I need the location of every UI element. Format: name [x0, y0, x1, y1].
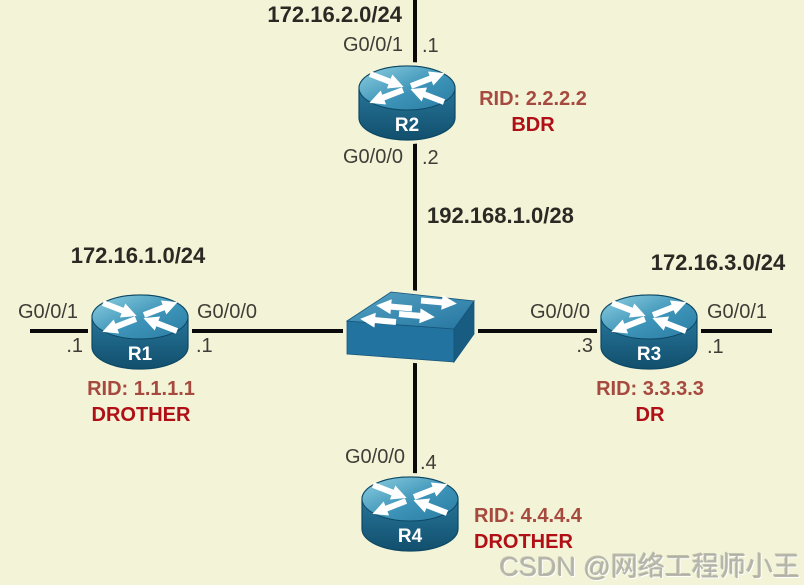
interface-label-r2-bottom: G0/0/0 [342, 146, 403, 168]
router-r2-name: R2 [395, 115, 419, 136]
ip-label-r2-top: .1 [422, 35, 439, 57]
router-r3-info: RID: 3.3.3.3 DR [584, 376, 716, 429]
router-r4-info: RID: 4.4.4.4 DROTHER [474, 503, 624, 556]
ip-label-r1-right: .1 [196, 335, 213, 357]
router-r1-icon: R1 [90, 291, 190, 373]
rid-label-r1: RID: 1.1.1.1 [87, 378, 195, 400]
rid-label-r2: RID: 2.2.2.2 [479, 88, 587, 110]
ip-label-r1-left: .1 [66, 335, 83, 357]
interface-label-r3-right: G0/0/1 [707, 301, 768, 323]
watermark-text: CSDN @网络工程师小王 [499, 552, 800, 582]
role-label-r3: DR [635, 404, 665, 426]
router-r3-icon: R3 [599, 291, 699, 373]
interface-label-r4-top: G0/0/0 [344, 446, 405, 468]
router-r3-name: R3 [637, 344, 661, 365]
interface-label-r2-top: G0/0/1 [342, 34, 403, 56]
router-r1-name: R1 [128, 344, 153, 365]
interface-label-r1-right: G0/0/0 [197, 301, 258, 323]
link-r2-switch [413, 0, 417, 298]
rid-label-r4: RID: 4.4.4.4 [474, 505, 582, 527]
ip-label-r4-top: .4 [420, 452, 437, 474]
interface-label-r3-left: G0/0/0 [529, 301, 590, 323]
role-label-r4: DROTHER [474, 531, 573, 553]
switch-icon [342, 288, 482, 368]
network-label-lan: 192.168.1.0/28 [427, 203, 574, 228]
link-switch-r4 [413, 342, 417, 480]
router-r4-name: R4 [398, 526, 423, 547]
router-r2-info: RID: 2.2.2.2 BDR [468, 86, 598, 139]
network-label-top: 172.16.2.0/24 [267, 2, 402, 27]
router-r4-icon: R4 [360, 473, 460, 555]
role-label-r2: BDR [511, 114, 555, 136]
network-label-right: 172.16.3.0/24 [650, 250, 786, 275]
network-label-left: 172.16.1.0/24 [70, 243, 206, 268]
router-r1-info: RID: 1.1.1.1 DROTHER [75, 376, 207, 429]
router-r2-icon: R2 [357, 62, 457, 144]
ip-label-r2-bottom: .2 [422, 147, 439, 169]
ip-label-r3-left: .3 [576, 335, 593, 357]
interface-label-r1-left: G0/0/1 [17, 301, 78, 323]
ip-label-r3-right: .1 [707, 336, 724, 358]
role-label-r1: DROTHER [91, 404, 191, 426]
rid-label-r3: RID: 3.3.3.3 [596, 378, 704, 400]
